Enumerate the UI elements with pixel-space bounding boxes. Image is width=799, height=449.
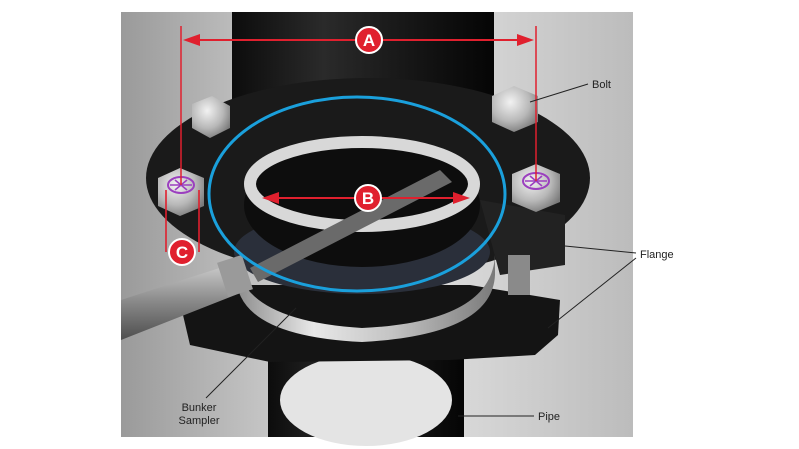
badge-c: C (168, 238, 196, 266)
sampler-rod (121, 262, 248, 340)
badge-b-text: B (362, 189, 374, 208)
label-pipe: Pipe (538, 411, 560, 423)
badge-c-text: C (176, 243, 188, 262)
dimension-c (165, 190, 200, 252)
label-bolt: Bolt (592, 79, 611, 91)
bolt-right-back (492, 86, 538, 132)
badge-b: B (354, 184, 382, 212)
badge-a-text: A (363, 31, 375, 50)
sampler-ring (236, 255, 495, 342)
lower-flange (176, 285, 560, 362)
badge-a: A (355, 26, 383, 54)
rod-fitting (217, 254, 253, 298)
label-flange: Flange (640, 249, 674, 261)
gasket-outline (207, 95, 507, 293)
leader-lines (205, 83, 637, 417)
pipe-opening (280, 354, 452, 446)
photo (121, 12, 633, 446)
label-bunker-sampler-line2: Sampler (179, 415, 220, 427)
bolt-left-back (192, 96, 230, 138)
label-bunker-sampler-line1: Bunker (182, 402, 217, 414)
flange-spacer-bolt (508, 255, 530, 295)
